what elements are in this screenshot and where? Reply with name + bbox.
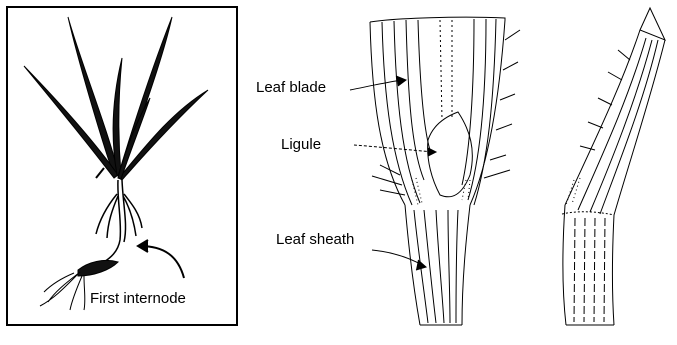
leaf-blade-label: Leaf blade [256,80,326,95]
seedling-stem [96,180,142,262]
base-arrow-icon [96,168,104,178]
ligule-label: Ligule [281,137,321,152]
seedling-panel [7,7,237,325]
internode-arrow-icon [138,240,184,278]
leaf-sheath-label: Leaf sheath [276,232,354,247]
ligule-drawing [350,17,520,325]
seedling-leaves [24,17,208,180]
seed-shape [78,260,118,276]
seedling-roots [40,272,85,310]
first-internode-label: First internode [90,291,186,306]
side-view-drawing [562,8,665,325]
